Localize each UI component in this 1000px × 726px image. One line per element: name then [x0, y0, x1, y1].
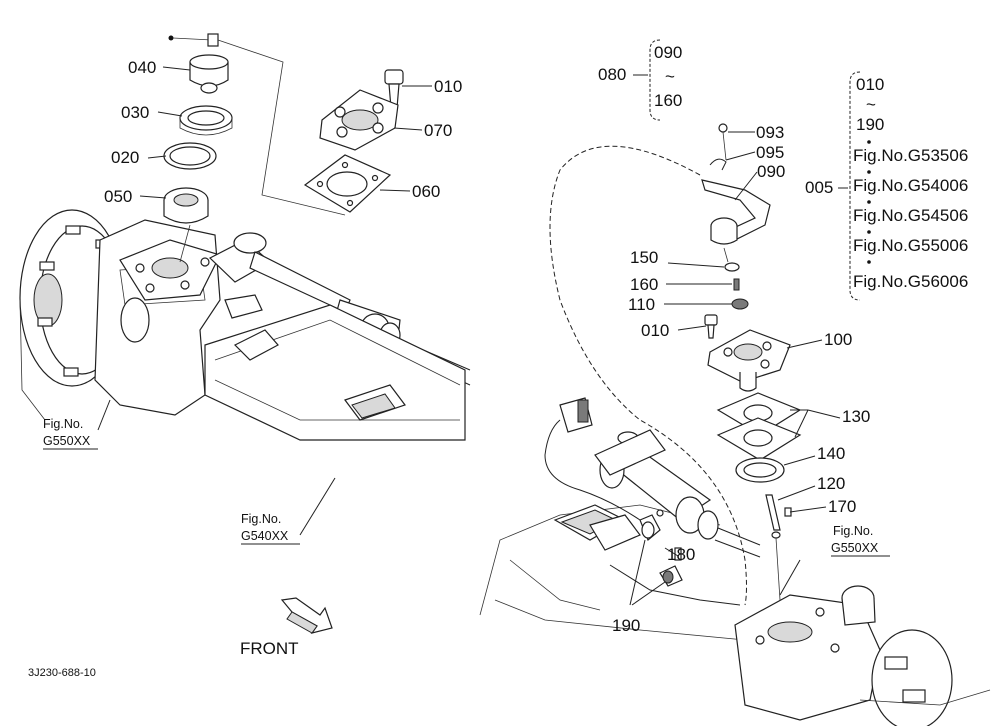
- front-arrow-icon: [280, 597, 333, 634]
- callout-170: 170: [828, 497, 856, 516]
- group-080-bracket: 080 090 ~ 160: [598, 39, 682, 121]
- group-005-to: 190: [856, 115, 884, 134]
- callout-150: 150: [630, 248, 658, 267]
- callout-190: 190: [612, 616, 640, 635]
- callout-110: 110: [628, 295, 655, 314]
- callout-020: 020: [111, 148, 139, 167]
- ref-fig-left-1-line2: G550XX: [43, 434, 91, 448]
- front-label: FRONT: [240, 639, 299, 658]
- group-080-to: 160: [654, 91, 682, 110]
- callout-120: 120: [817, 474, 845, 493]
- left-plate-parts: [217, 39, 404, 216]
- group-005-from: 010: [856, 75, 884, 94]
- callout-095: 095: [756, 143, 784, 162]
- right-exploded-parts: [609, 123, 802, 606]
- callout-010-right: 010: [641, 321, 669, 340]
- left-axle-assembly: [19, 209, 471, 441]
- callout-070: 070: [424, 121, 452, 140]
- ref-fig-left-2-line2: G540XX: [241, 529, 289, 543]
- left-exploded-parts: [163, 33, 233, 263]
- group-080-tilde: ~: [665, 67, 675, 86]
- callout-050: 050: [104, 187, 132, 206]
- callout-090: 090: [757, 162, 785, 181]
- callout-180: 180: [667, 545, 695, 564]
- right-leaders: [629, 131, 841, 606]
- callout-100: 100: [824, 330, 852, 349]
- group-005-tilde: ~: [866, 95, 876, 114]
- group-005-fig-5: Fig.No.G56006: [853, 272, 968, 291]
- drawing-number: 3J230-688-10: [28, 667, 96, 679]
- group-005-fig-2: Fig.No.G54006: [853, 176, 968, 195]
- ref-fig-left-2-line1: Fig.No.: [241, 512, 281, 526]
- right-axle-assembly: [479, 145, 991, 726]
- group-005-bracket: 005 010 ~ 190 Fig.No.G53506 Fig.No.G5400…: [805, 71, 968, 301]
- group-005-label: 005: [805, 178, 833, 197]
- group-005-fig-1: Fig.No.G53506: [853, 146, 968, 165]
- ref-fig-right-line2: G550XX: [831, 541, 879, 555]
- group-080-label: 080: [598, 65, 626, 84]
- callout-140: 140: [817, 444, 845, 463]
- callout-060: 060: [412, 182, 440, 201]
- left-leaders: [97, 66, 432, 536]
- group-005-fig-4: Fig.No.G55006: [853, 236, 968, 255]
- group-005-fig-3: Fig.No.G54506: [853, 206, 968, 225]
- callout-040: 040: [128, 58, 156, 77]
- callout-093: 093: [756, 123, 784, 142]
- callout-130: 130: [842, 407, 870, 426]
- group-080-from: 090: [654, 43, 682, 62]
- callout-160: 160: [630, 275, 658, 294]
- callout-030: 030: [121, 103, 149, 122]
- callout-010-left: 010: [434, 77, 462, 96]
- ref-fig-left-1-line1: Fig.No.: [43, 417, 83, 431]
- ref-fig-right-line1: Fig.No.: [833, 524, 873, 538]
